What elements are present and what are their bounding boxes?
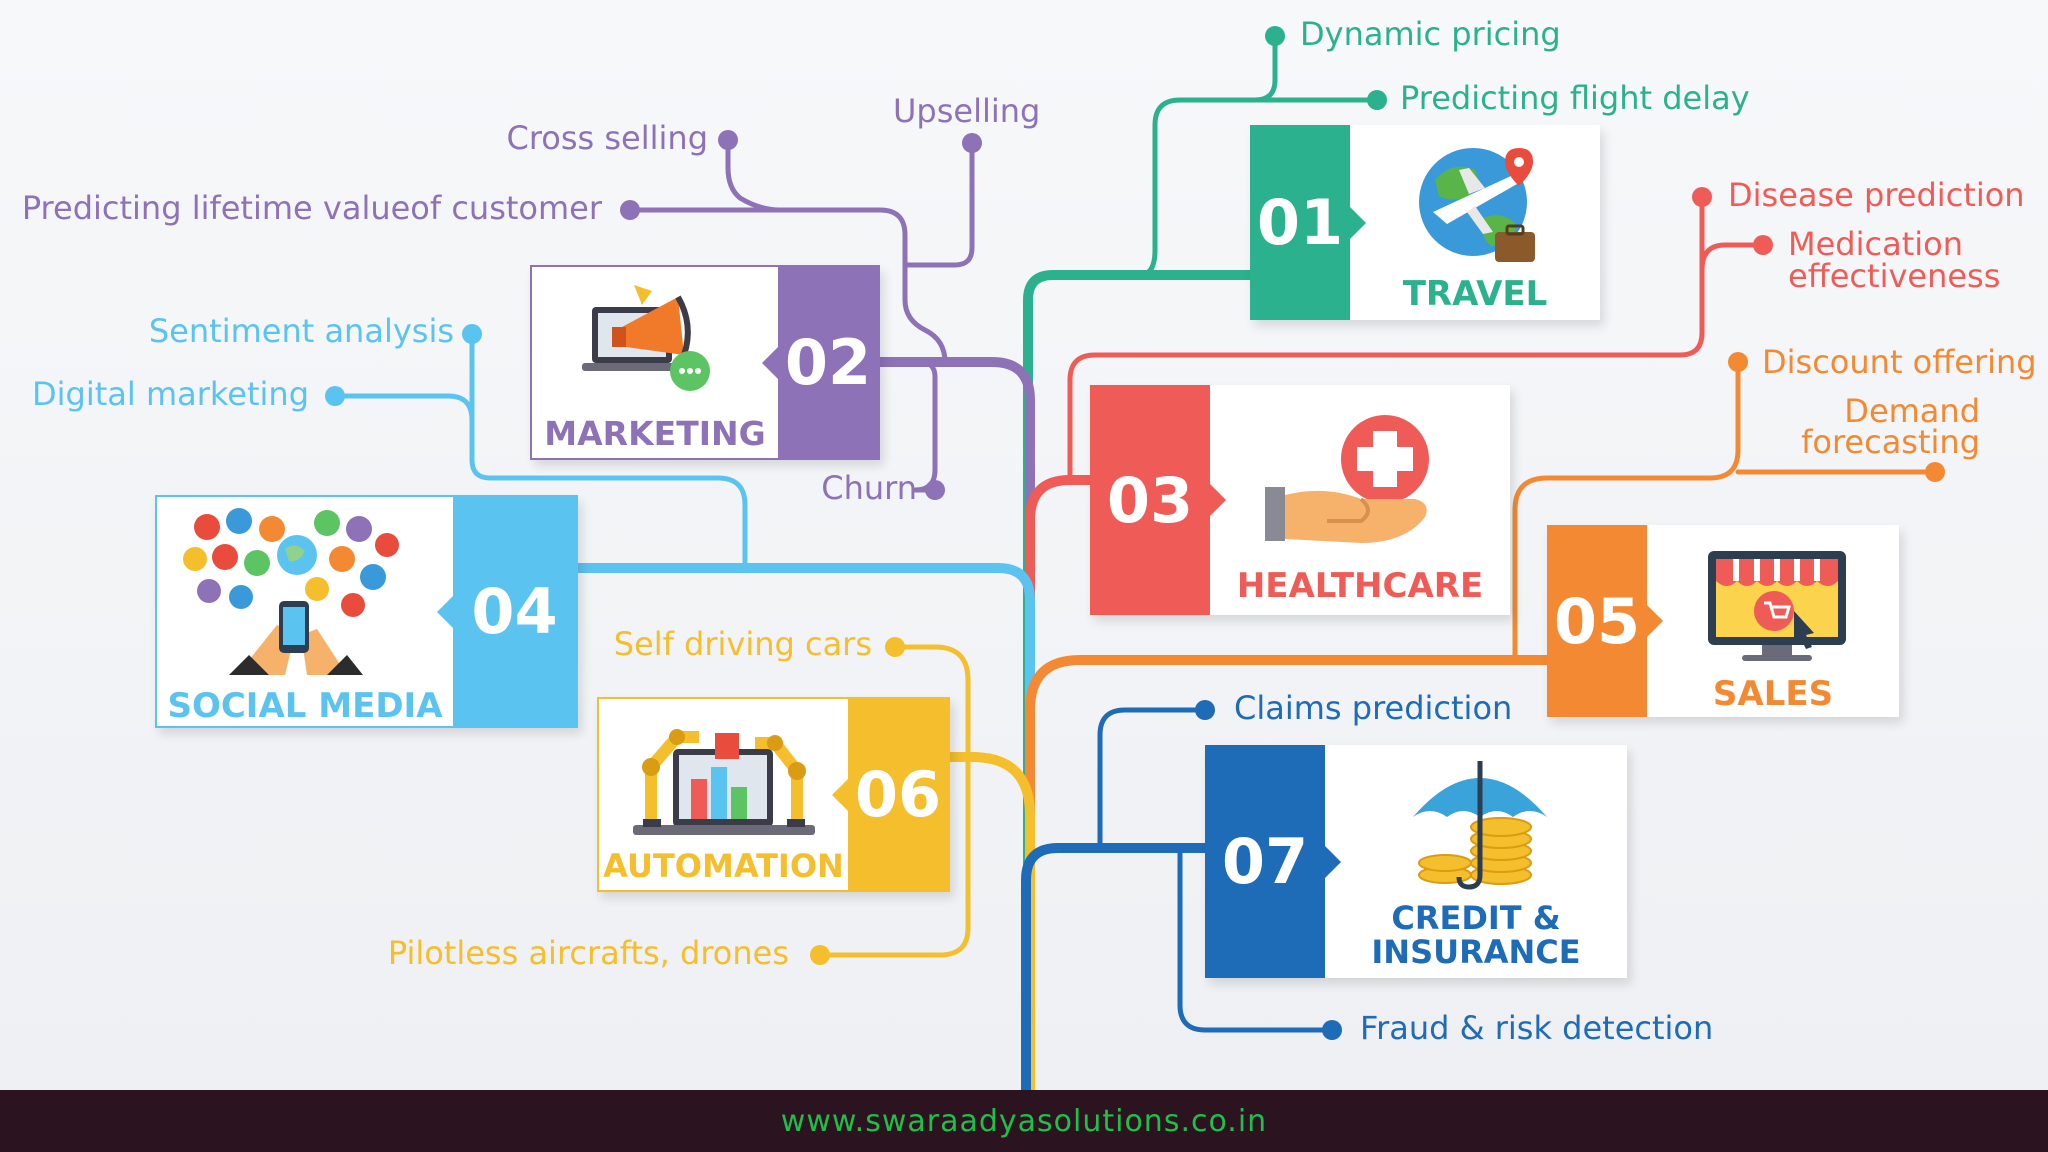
label-flight-delay: Predicting flight delay xyxy=(1400,79,1750,117)
label-fraud: Fraud & risk detection xyxy=(1360,1009,1714,1047)
dot-churn xyxy=(925,480,945,500)
label-churn: Churn xyxy=(821,469,917,507)
umbrella-coins-icon xyxy=(1413,761,1547,890)
label-self-driving: Self driving cars xyxy=(613,625,872,663)
label-upselling: Upselling xyxy=(893,92,1041,130)
number-credit: 07 xyxy=(1205,745,1341,978)
footer-url[interactable]: www.swaraadyasolutions.co.in xyxy=(780,1103,1268,1139)
sector-name-automation: AUTOMATION xyxy=(603,847,844,885)
card-automation: AUTOMATION 06 xyxy=(597,697,950,892)
people-network-phone-icon xyxy=(183,508,399,675)
hand-medical-cross-icon xyxy=(1265,415,1429,543)
card-social-media: SOCIAL MEDIA 04 xyxy=(155,495,578,728)
card-sales: 05 SALES xyxy=(1547,525,1899,717)
label-lifetime-value: Predicting lifetime valueof customer xyxy=(21,189,602,227)
robotic-arms-icon xyxy=(633,729,815,835)
card-travel: 01 TRAVEL xyxy=(1250,125,1600,320)
dot-cross-selling xyxy=(718,130,738,150)
megaphone-laptop-icon xyxy=(582,285,710,391)
label-digital-marketing: Digital marketing xyxy=(32,375,309,413)
dot-upselling xyxy=(962,133,982,153)
dot-lifetime-value xyxy=(620,200,640,220)
number-travel: 01 xyxy=(1250,125,1366,320)
label-claims: Claims prediction xyxy=(1234,689,1513,727)
label-cross-selling: Cross selling xyxy=(506,119,708,157)
sector-name-healthcare: HEALTHCARE xyxy=(1236,566,1484,606)
card-marketing: MARKETING 02 xyxy=(530,265,880,460)
label-demand-line2: forecasting xyxy=(1801,423,1980,461)
dot-demand-forecasting xyxy=(1925,462,1945,482)
sector-name-credit-line1: CREDIT & xyxy=(1391,899,1561,937)
dot-discount-offering xyxy=(1728,352,1748,372)
number-healthcare: 03 xyxy=(1090,385,1226,615)
dot-medication xyxy=(1753,235,1773,255)
label-medication-line2: effectiveness xyxy=(1788,257,2001,295)
label-discount-offering: Discount offering xyxy=(1762,343,2037,381)
sector-name-travel: TRAVEL xyxy=(1402,274,1548,314)
dot-claims xyxy=(1195,700,1215,720)
dot-sentiment-analysis xyxy=(462,324,482,344)
branch-connectors xyxy=(332,33,1938,1090)
label-disease-prediction: Disease prediction xyxy=(1728,176,2025,214)
card-credit-insurance: 07 CREDIT & INSURANCE xyxy=(1205,745,1627,978)
footer-bar: www.swaraadyasolutions.co.in xyxy=(0,1090,2048,1152)
sector-name-credit-line2: INSURANCE xyxy=(1371,933,1581,971)
infographic-stage: Dynamic pricing Predicting flight delay … xyxy=(0,0,2048,1090)
label-sentiment-analysis: Sentiment analysis xyxy=(148,312,454,350)
label-demand-line1: Demand xyxy=(1844,392,1980,430)
online-shop-monitor-icon xyxy=(1708,551,1846,661)
dot-drones xyxy=(810,945,830,965)
dot-digital-marketing xyxy=(325,386,345,406)
sector-name-sales: SALES xyxy=(1712,674,1834,714)
number-marketing: 02 xyxy=(762,267,878,458)
globe-airplane-icon xyxy=(1419,148,1535,262)
label-drones: Pilotless aircrafts, drones xyxy=(387,934,789,972)
dot-dynamic-pricing xyxy=(1265,26,1285,46)
number-sales: 05 xyxy=(1547,525,1663,717)
sector-name-marketing: MARKETING xyxy=(544,414,766,453)
number-automation: 06 xyxy=(832,699,948,890)
dot-self-driving xyxy=(885,637,905,657)
label-dynamic-pricing: Dynamic pricing xyxy=(1300,15,1561,53)
dot-disease-prediction xyxy=(1692,187,1712,207)
dot-flight-delay xyxy=(1367,90,1387,110)
dot-fraud xyxy=(1322,1020,1342,1040)
card-healthcare: 03 HEALTHCARE xyxy=(1090,385,1510,615)
label-medication-line1: Medication xyxy=(1788,225,1963,263)
sector-name-social-media: SOCIAL MEDIA xyxy=(167,686,443,726)
number-social-media: 04 xyxy=(437,497,576,726)
